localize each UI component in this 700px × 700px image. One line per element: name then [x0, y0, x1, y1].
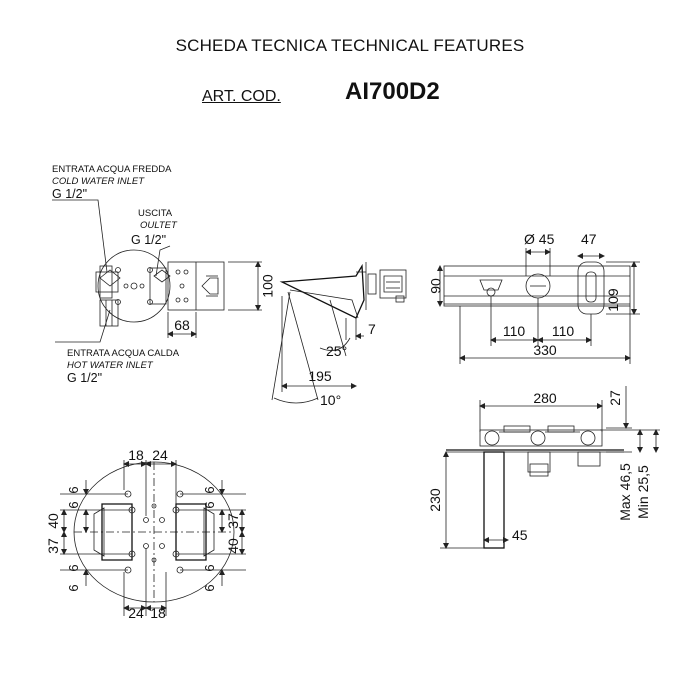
- label-outlet-size: G 1/2": [131, 233, 166, 247]
- dim-90: 90: [427, 278, 443, 294]
- label-cold-size: G 1/2": [52, 187, 87, 201]
- dim-230: 230: [427, 488, 443, 512]
- body-front-view: 100 68: [52, 199, 275, 343]
- dim-37-left: 37: [45, 538, 61, 554]
- dim-37-right: 37: [225, 513, 241, 529]
- dim-280: 280: [533, 390, 557, 406]
- label-outlet-it: USCITA: [138, 208, 173, 219]
- page-title: SCHEDA TECNICA TECHNICAL FEATURES: [175, 36, 525, 55]
- label-hot-it: ENTRATA ACQUA CALDA: [67, 348, 180, 359]
- dim-47: 47: [581, 231, 597, 247]
- dim-100: 100: [259, 274, 275, 298]
- dim-6-f: 6: [202, 501, 217, 508]
- dim-68: 68: [174, 317, 190, 333]
- dim-330: 330: [533, 342, 557, 358]
- dim-45-diameter: Ø 45: [524, 231, 555, 247]
- dim-45: 45: [512, 527, 528, 543]
- dim-40-right: 40: [225, 538, 241, 554]
- dim-110-right: 110: [552, 323, 575, 339]
- dim-195: 195: [308, 368, 332, 384]
- plate-front-view: 90 109 Ø 45 47 110 110 330: [427, 231, 640, 364]
- label-hot-size: G 1/2": [67, 371, 102, 385]
- dim-6-e: 6: [202, 486, 217, 493]
- dim-min: Min 25,5: [635, 465, 651, 519]
- dim-18-bottom: 18: [150, 605, 166, 621]
- spout-side-view: 7 25° 195 10°: [271, 262, 407, 408]
- art-code-label: ART. COD.: [202, 88, 281, 105]
- dim-109: 109: [605, 288, 621, 312]
- art-code-value: AI700D2: [345, 78, 440, 105]
- dim-6-c: 6: [66, 564, 81, 571]
- fixing-template: 18 24 24 18 6 6 40 37 6 6 6: [45, 447, 246, 621]
- dim-10deg: 10°: [320, 392, 341, 408]
- dim-6-g: 6: [202, 564, 217, 571]
- label-outlet-en: OULTET: [140, 220, 178, 231]
- dim-40-left: 40: [45, 513, 61, 529]
- dim-25deg: 25°: [326, 343, 347, 359]
- dim-6-a: 6: [66, 486, 81, 493]
- dim-max: Max 46,5: [617, 463, 633, 521]
- label-hot-en: HOT WATER INLET: [67, 360, 154, 371]
- dim-6-h: 6: [202, 584, 217, 591]
- dim-24-bottom: 24: [128, 605, 144, 621]
- label-cold-en: COLD WATER INLET: [52, 176, 145, 187]
- dim-7: 7: [368, 321, 376, 337]
- dim-18-top: 18: [128, 447, 144, 463]
- dim-24-top: 24: [152, 447, 168, 463]
- installation-view: 280 27 Max 46,5 Min 25,5 230: [427, 386, 660, 549]
- label-cold-it: ENTRATA ACQUA FREDDA: [52, 164, 172, 175]
- dim-6-b: 6: [66, 501, 81, 508]
- dim-6-d: 6: [66, 584, 81, 591]
- dim-27: 27: [607, 390, 623, 406]
- dim-110-left: 110: [503, 323, 526, 339]
